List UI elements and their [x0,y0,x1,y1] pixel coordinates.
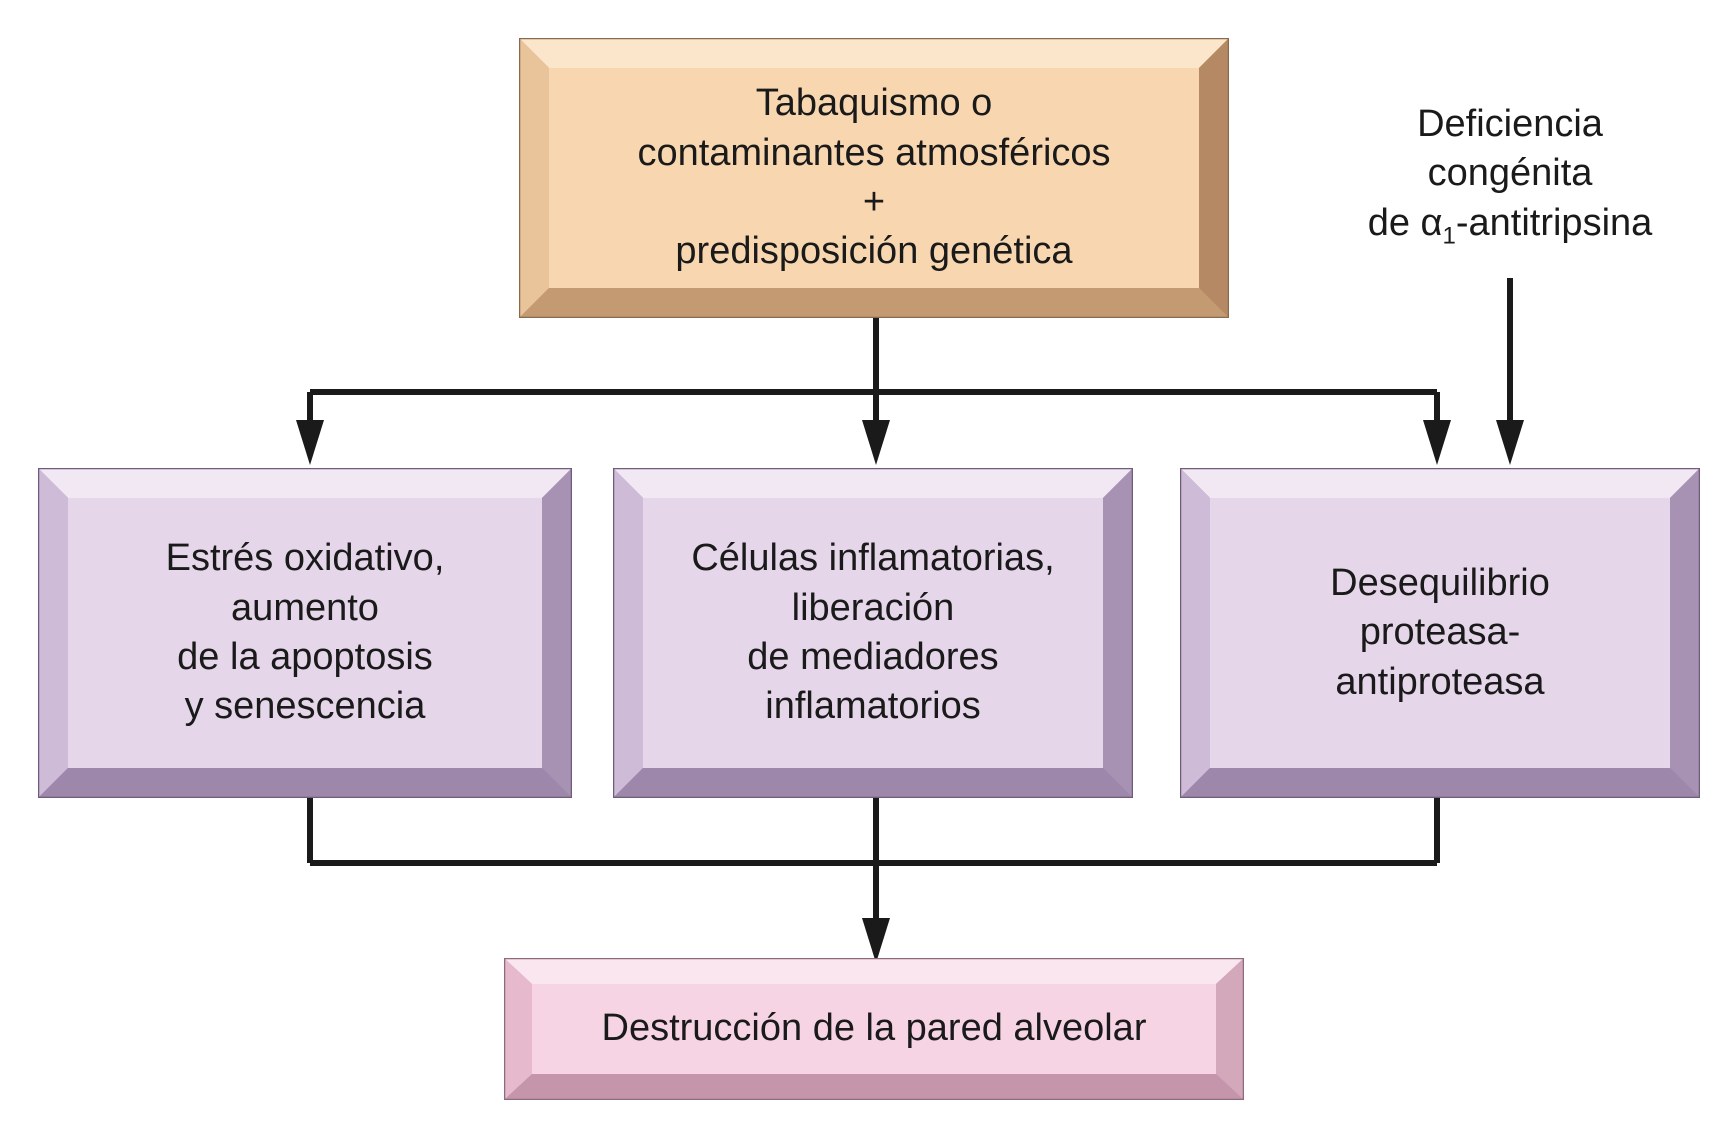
top-box-bevel [519,38,1229,318]
deficiency-label: Deficiencia congénita de α1-antitripsina [1310,100,1710,252]
middle-box-center-line-2: liberación [791,586,955,629]
arrow-from-deficiency-head [1496,420,1524,465]
bottom-box-bevel [504,958,1244,1100]
top-box-line-1: Tabaquismo o [755,82,993,125]
deficiency-label-line-1: Deficiencia [1417,103,1603,145]
middle-box-left-line-4: y senescencia [184,685,426,728]
middle-box-right-line-2: proteasa- [1359,611,1521,654]
middle-box-right-line-3: antiproteasa [1335,660,1545,703]
arrow-to-right-box-head [1423,420,1451,465]
middle-box-oxidative-stress: Estrés oxidativo, aumento de la apoptosi… [38,468,572,798]
arrow-to-left-box-head [296,420,324,465]
deficiency-label-prefix: de [1367,201,1421,244]
middle-box-left-line-2: aumento [231,586,379,629]
bottom-box-line-1: Destrucción de la pared alveolar [601,1007,1147,1050]
arrows [296,278,1524,963]
middle-box-left-text: Estrés oxidativo, aumento de la apoptosi… [68,498,542,768]
middle-box-left-line-3: de la apoptosis [177,636,433,678]
middle-box-inflammatory-cells: Células inflamatorias, liberación de med… [613,468,1133,798]
middle-box-center-bevel [613,468,1133,798]
top-box-line-4: predisposición genética [675,230,1073,273]
deficiency-label-suffix: -antitripsina [1455,201,1653,244]
middle-box-left-bevel [38,468,572,798]
top-box-line-2: contaminantes atmosféricos [637,131,1111,174]
alpha-subscript: 1 [1442,222,1456,250]
top-box-text: Tabaquismo o contaminantes atmosféricos … [549,68,1199,288]
middle-box-left-line-1: Estrés oxidativo, [165,537,445,580]
deficiency-label-line-2: congénita [1427,152,1593,195]
middle-box-right-text: Desequilibrio proteasa- antiproteasa [1210,498,1670,768]
middle-box-center-line-4: inflamatorios [765,685,981,728]
middle-box-center-line-3: de mediadores [747,636,999,678]
arrow-to-bottom-box-head [862,918,890,963]
top-box-line-3: + [862,181,886,223]
deficiency-label-line-3: de α1-antitripsina [1310,199,1710,252]
middle-box-right-bevel [1180,468,1700,798]
arrow-to-center-box-head [862,420,890,465]
middle-box-right-line-1: Desequilibrio [1330,561,1550,604]
alpha-symbol: α [1420,201,1443,244]
middle-box-center-text: Células inflamatorias, liberación de med… [643,498,1103,768]
bottom-box-text: Destrucción de la pared alveolar [532,984,1216,1074]
top-box-cause: Tabaquismo o contaminantes atmosféricos … [519,38,1229,318]
middle-box-protease-imbalance: Desequilibrio proteasa- antiproteasa [1180,468,1700,798]
middle-box-center-line-1: Células inflamatorias, [691,537,1055,580]
bottom-box-alveolar-destruction: Destrucción de la pared alveolar [504,958,1244,1100]
